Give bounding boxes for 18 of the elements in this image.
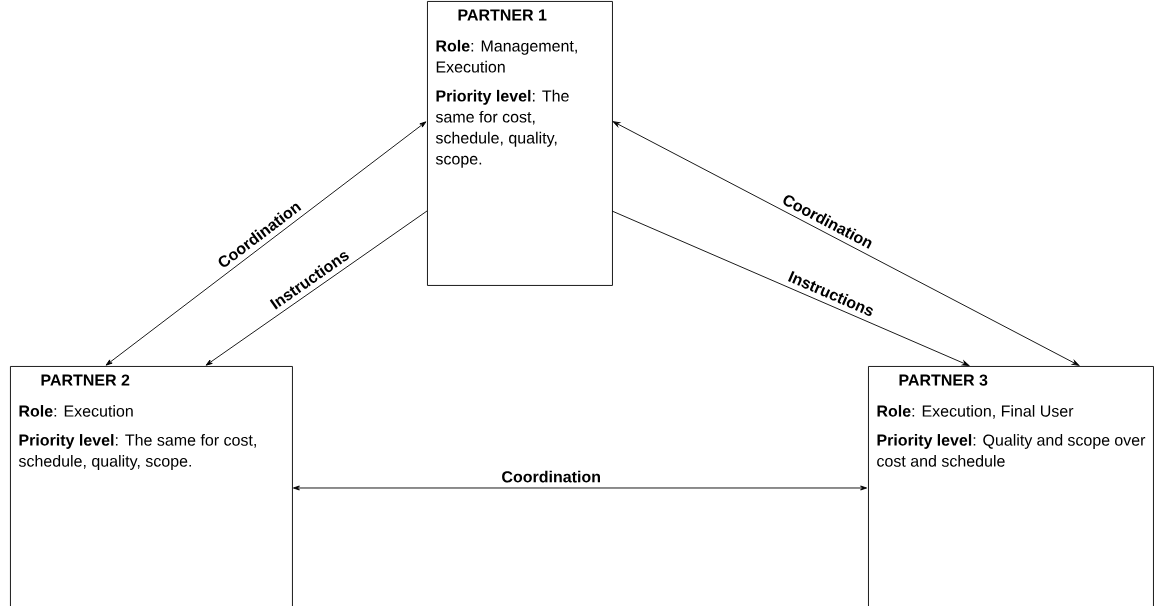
arrow [205,210,428,366]
arrow [293,485,868,491]
edge-label: Coordination [502,470,600,483]
node-heading: PARTNER 3 [899,374,988,386]
partner-box [427,1,613,286]
partner-box [10,366,293,606]
node-text: Role: Execution, Final User [877,405,1074,419]
node-text: Priority level: The same for cost, schedule, quality, scope. [435,89,569,168]
node-text: Priority level: Quality and scope over cost and schedule [877,434,1146,467]
node-heading: PARTNER 1 [458,9,547,21]
arrow [612,121,1080,366]
node-text: Role: Execution [19,405,133,417]
partner-box [868,366,1154,606]
node-heading: PARTNER 2 [41,374,130,386]
arrow [611,210,970,366]
node-text: Priority level: The same for cost, schedule, quality, scope. [18,434,256,470]
arrow [105,121,427,366]
node-text: Role: Management, Execution [436,39,577,73]
